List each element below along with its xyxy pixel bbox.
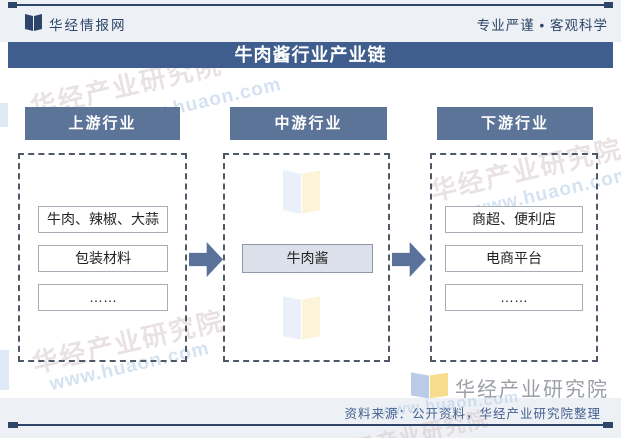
watermark-edge-mark <box>0 350 9 390</box>
column-header-downstream: 下游行业 <box>437 107 593 140</box>
top-rule-left-cap <box>8 2 17 8</box>
chart-title: 牛肉酱行业产业链 <box>8 42 613 68</box>
logo-left-page <box>411 372 429 399</box>
upstream-group-box <box>18 153 187 362</box>
upstream-item: 牛肉、辣椒、大蒜 <box>38 206 168 233</box>
downstream-group-box <box>430 153 598 362</box>
watermark-edge-mark <box>0 103 8 127</box>
institute-logo-icon <box>411 372 449 399</box>
column-header-midstream: 中游行业 <box>230 107 387 140</box>
institute-name: 华经产业研究院 <box>455 379 609 401</box>
right-arrow-icon <box>392 242 426 277</box>
bottom-rule-right-cap <box>603 422 613 428</box>
bottom-strip-background <box>0 398 621 438</box>
downstream-item: …… <box>445 284 583 311</box>
top-rule <box>8 4 613 6</box>
site-logo-icon <box>25 14 42 31</box>
downstream-item: 商超、便利店 <box>445 206 583 233</box>
midstream-item: 牛肉酱 <box>242 244 373 273</box>
downstream-item: 电商平台 <box>445 245 583 272</box>
column-header-upstream: 上游行业 <box>25 107 180 140</box>
logo-left-page <box>25 14 33 31</box>
top-strip-background <box>0 0 621 42</box>
upstream-item: 包装材料 <box>38 245 168 272</box>
midstream-group-box <box>223 153 390 362</box>
bottom-rule-left-cap <box>8 422 18 428</box>
logo-right-page <box>430 372 448 399</box>
header-row: 华经情报网 专业严谨 • 客观科学 <box>25 13 608 33</box>
logo-right-page <box>34 14 42 31</box>
right-arrow-icon <box>189 242 223 277</box>
bottom-rule <box>8 424 613 426</box>
site-tagline: 专业严谨 • 客观科学 <box>476 18 608 33</box>
top-rule-right-cap <box>604 2 613 8</box>
site-name: 华经情报网 <box>49 18 127 33</box>
data-source-note: 资料来源：公开资料，华经产业研究院整理 <box>344 407 601 421</box>
upstream-item: …… <box>38 284 168 311</box>
